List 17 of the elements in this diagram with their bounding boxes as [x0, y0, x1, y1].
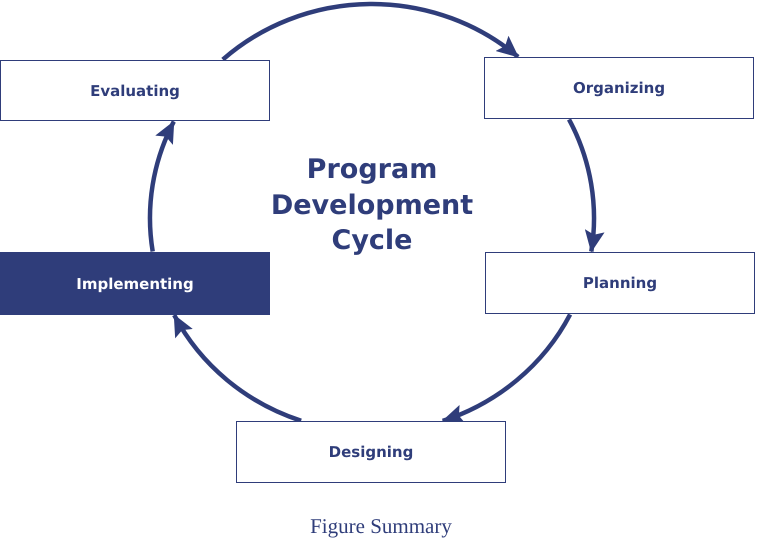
diagram-title: Program Development Cycle — [270, 153, 474, 258]
step-box — [484, 57, 754, 119]
arrow — [148, 120, 176, 252]
step-box — [0, 60, 270, 121]
step-box — [485, 252, 755, 314]
highlighted-step-box — [0, 252, 270, 315]
step-label: Evaluating — [90, 82, 180, 100]
arrow — [566, 118, 604, 252]
step-label: Designing — [328, 443, 414, 461]
step-box — [236, 421, 506, 483]
arrow — [442, 313, 572, 423]
arrow — [221, 2, 520, 62]
figure-caption: Figure Summary — [309, 513, 453, 539]
step-label: Planning — [582, 274, 658, 292]
step-label: Organizing — [572, 79, 666, 97]
step-label: Implementing — [76, 274, 194, 292]
arrow — [172, 314, 302, 423]
